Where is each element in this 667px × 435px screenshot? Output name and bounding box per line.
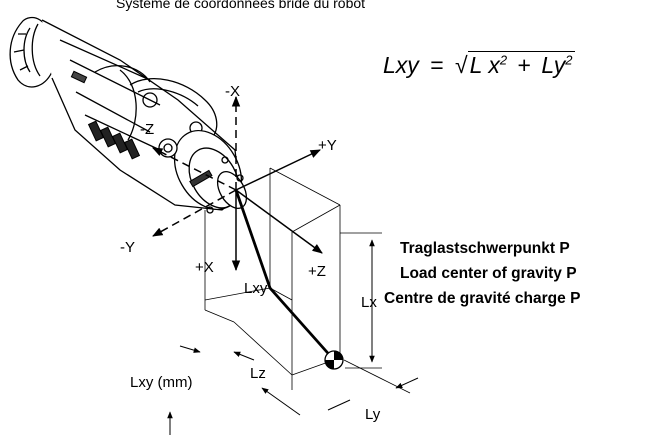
formula-term1: L x bbox=[469, 52, 500, 78]
dimension-arrows bbox=[167, 239, 419, 435]
formula-term2: Ly bbox=[541, 52, 566, 78]
lz-dimension bbox=[261, 387, 301, 416]
connector-blocks bbox=[70, 70, 213, 188]
formula-exp1: 2 bbox=[499, 52, 508, 68]
label-lz: Lz bbox=[250, 365, 266, 382]
axis-plus-z bbox=[235, 189, 323, 254]
sqrt-sign: √ bbox=[455, 52, 468, 78]
lz-arrow-left bbox=[179, 345, 201, 353]
formula-equals: = bbox=[430, 52, 444, 78]
axis-plus-y bbox=[235, 149, 321, 191]
coordinate-axes bbox=[152, 95, 323, 272]
robot-flange-illustration bbox=[9, 16, 248, 214]
ly-arrow bbox=[395, 377, 419, 389]
axis-minus-z bbox=[152, 147, 237, 191]
label-lx: Lx bbox=[361, 294, 377, 311]
formula-lhs: Lxy bbox=[383, 52, 419, 78]
label-ly: Ly bbox=[365, 406, 381, 423]
label-minus-z: -Z bbox=[140, 121, 154, 138]
lxy-formula: Lxy = √L x2 + Ly2 bbox=[383, 51, 575, 79]
formula-plus: + bbox=[517, 52, 531, 78]
diagram-caption: Système de coordonnées bride du robot bbox=[116, 0, 365, 11]
load-label-fr: Centre de gravité charge P bbox=[384, 290, 580, 307]
load-label-de: Traglastschwerpunkt P bbox=[400, 240, 570, 257]
center-of-gravity-symbol bbox=[324, 350, 344, 370]
axis-minus-y bbox=[152, 189, 237, 237]
label-lxy: Lxy bbox=[244, 280, 268, 297]
load-label-en: Load center of gravity P bbox=[400, 265, 577, 282]
label-lxy-mm: Lxy (mm) bbox=[130, 374, 193, 391]
label-minus-x: -X bbox=[225, 83, 240, 100]
formula-exp2: 2 bbox=[565, 52, 573, 68]
label-plus-z: +Z bbox=[308, 263, 326, 280]
label-plus-x: +X bbox=[195, 259, 214, 276]
formula-radicand: L x2 + Ly2 bbox=[467, 51, 575, 78]
label-plus-y: +Y bbox=[318, 137, 337, 154]
label-minus-y: -Y bbox=[120, 239, 135, 256]
dimension-box bbox=[204, 167, 411, 394]
